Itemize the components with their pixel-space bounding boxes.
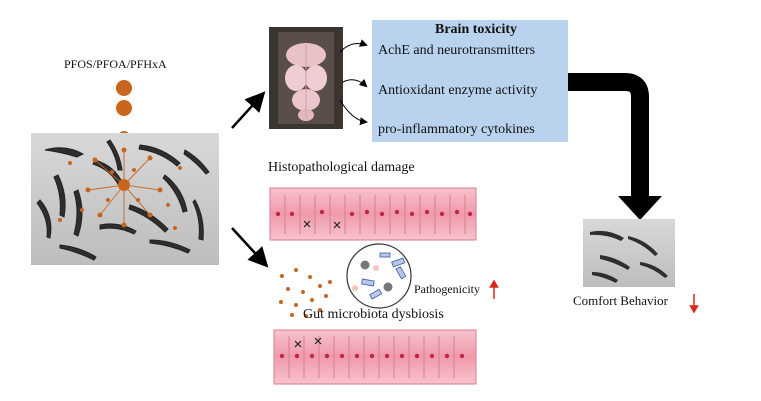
microbiota-circle (346, 243, 412, 309)
epithelium-top (269, 187, 477, 241)
zebrafish-photo (31, 133, 219, 265)
comfort-fish-photo (583, 219, 675, 287)
compounds-label: PFOS/PFOA/PFHxA (64, 57, 167, 71)
toxicity-item-ache: AchE and neurotransmitters (378, 43, 536, 58)
brain-toxicity-box (372, 20, 568, 142)
brain-connectors (339, 39, 368, 126)
comfort-behavior-label: Comfort Behavior (573, 293, 668, 308)
arrow-to-gut (231, 227, 269, 268)
histopathology-label: Histopathological damage (268, 160, 415, 175)
epithelium-bottom (273, 329, 477, 385)
gut-particles (279, 268, 332, 318)
toxicity-item-cytokines: pro-inflammatory cytokines (378, 122, 535, 137)
arrow-to-brain (231, 91, 266, 129)
bent-arrow (568, 73, 662, 220)
brain-toxicity-title: Brain toxicity (435, 22, 518, 37)
gut-dysbiosis-label: Gut microbiota dysbiosis (303, 307, 444, 322)
brain-photo (269, 27, 343, 129)
pathogenicity-label: Pathogenicity (414, 282, 480, 296)
toxicity-item-antioxidant: Antioxidant enzyme activity (378, 83, 538, 98)
